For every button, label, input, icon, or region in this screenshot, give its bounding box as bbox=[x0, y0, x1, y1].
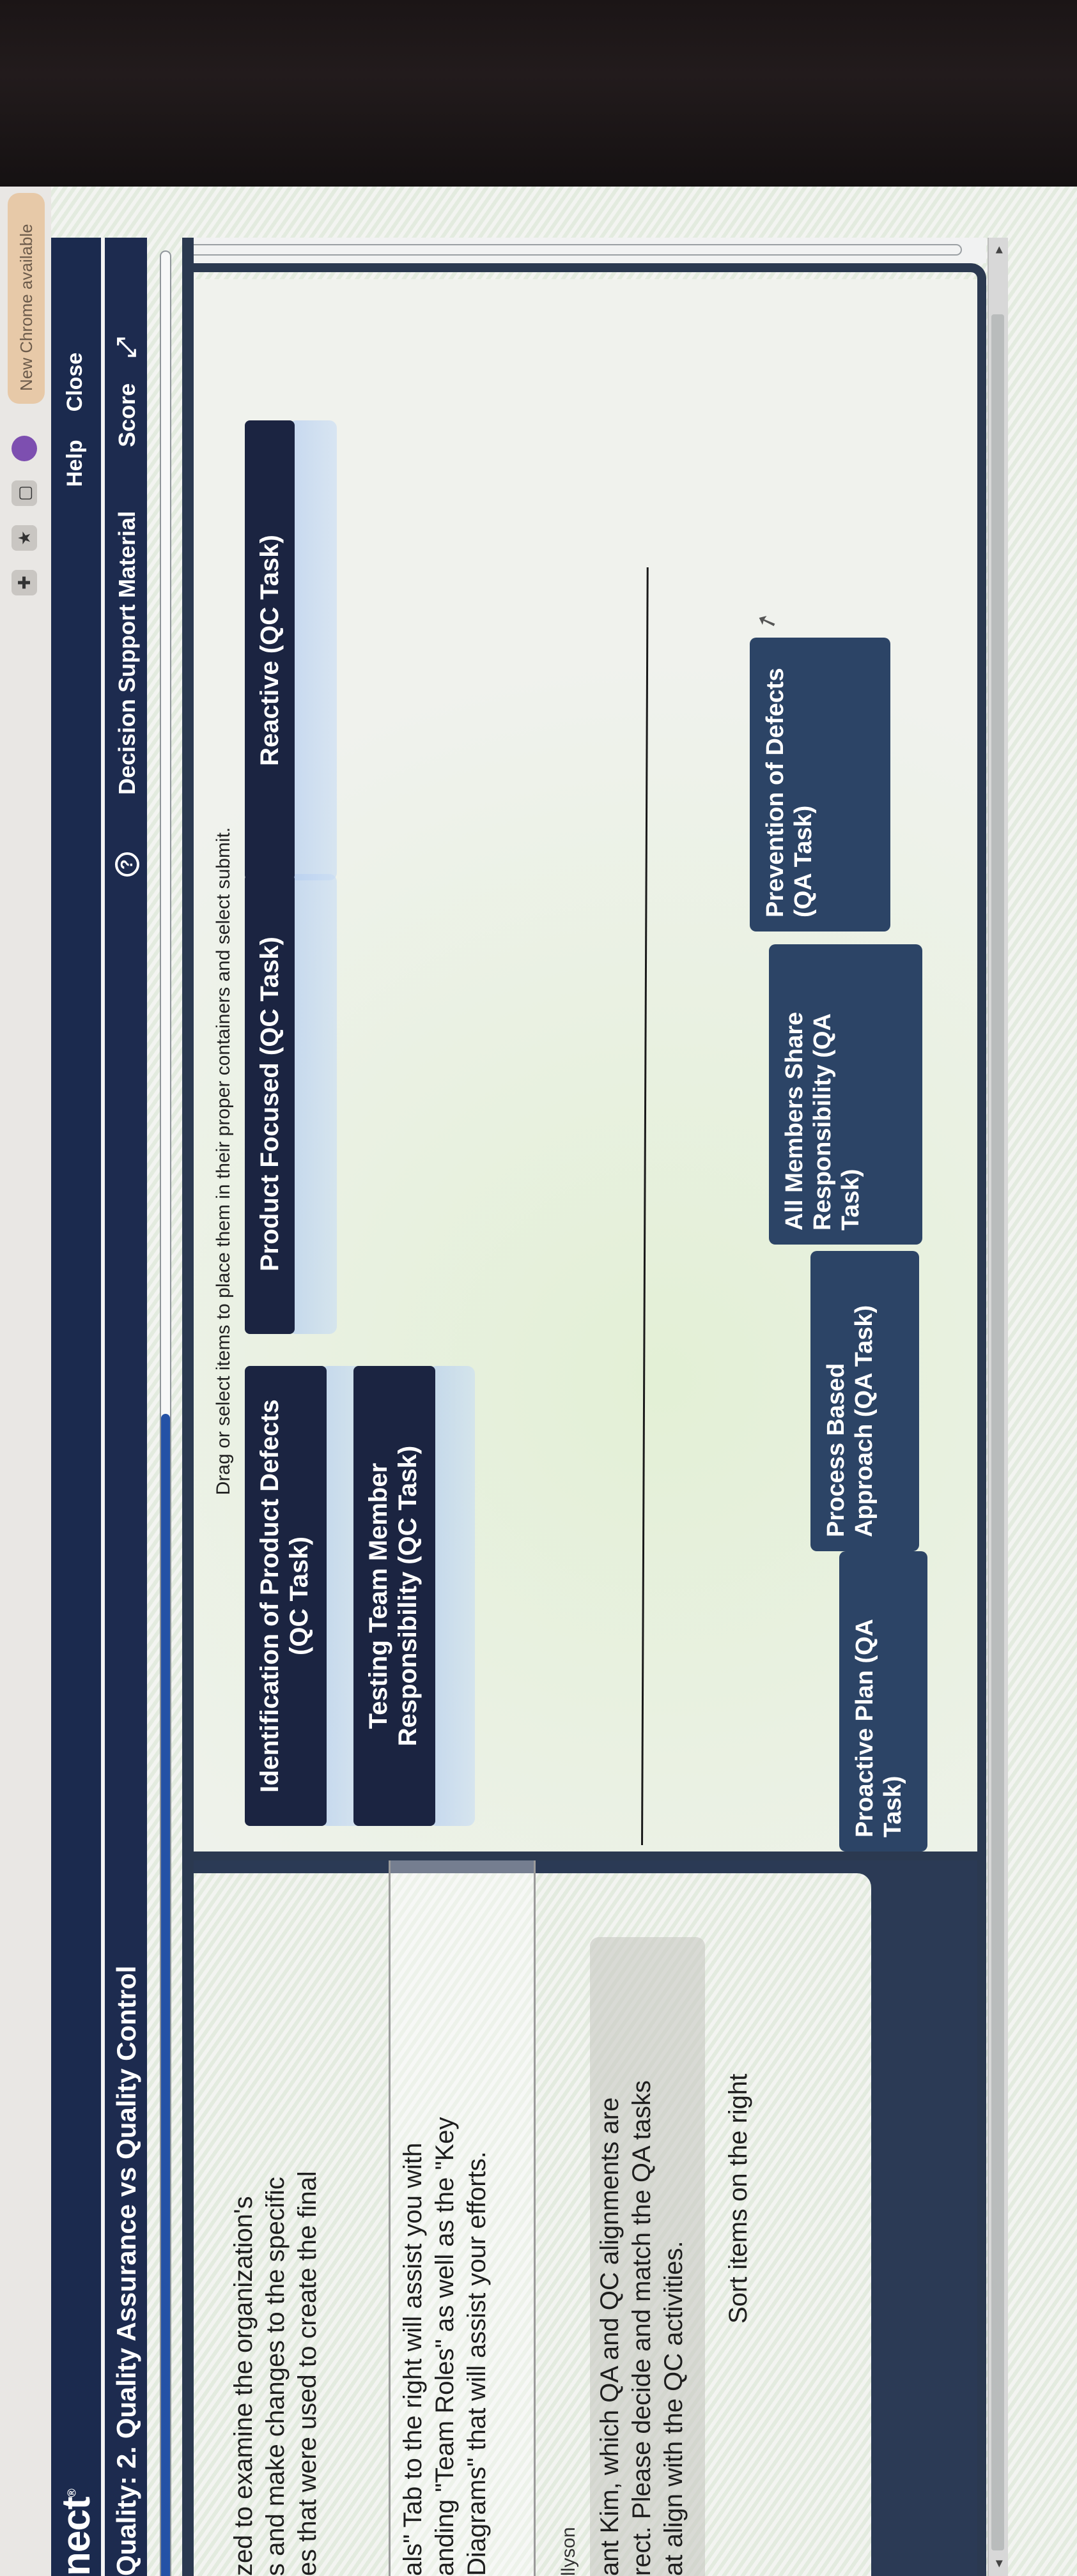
category-identification-of-product-defects: Identification of Product Defects (QC Ta… bbox=[245, 1366, 366, 1826]
decision-support-button[interactable]: Decision Support Material bbox=[113, 510, 140, 795]
expand-icon[interactable]: ⤢ bbox=[112, 337, 141, 358]
star-icon[interactable]: ★ bbox=[12, 525, 37, 551]
scroll-left-arrow-icon[interactable]: ◂ bbox=[990, 2560, 1006, 2568]
profile-icon[interactable] bbox=[12, 436, 37, 461]
speaker-label: llyson bbox=[558, 2527, 579, 2576]
vertical-scrollbar-track[interactable] bbox=[194, 244, 962, 256]
scenario-card-context: zed to examine the organization's s and … bbox=[222, 1765, 379, 2576]
category-header: Product Focused (QC Task) bbox=[245, 874, 295, 1334]
drop-zone[interactable] bbox=[288, 874, 337, 1334]
scenario-text-line: anding "Team Roles" as well as the "Key bbox=[431, 2117, 459, 2576]
scroll-right-arrow-icon[interactable]: ▸ bbox=[990, 246, 1006, 254]
sorting-instruction: Drag or select items to place them in th… bbox=[213, 827, 234, 1496]
frame-border bbox=[182, 238, 194, 2576]
sort-hint: Sort items on the right bbox=[724, 2073, 752, 2324]
extension-icons: ✚ ★ ▢ bbox=[12, 436, 37, 595]
desk-background bbox=[0, 0, 1077, 187]
app-logo: nect® bbox=[54, 2489, 98, 2576]
category-header: Identification of Product Defects (QC Ta… bbox=[245, 1366, 327, 1826]
scenario-panel: zed to examine the organization's s and … bbox=[194, 1758, 977, 2576]
category-product-focused: Product Focused (QC Task) bbox=[245, 874, 337, 1334]
sorting-panel: Drag or select items to place them in th… bbox=[194, 279, 977, 1860]
draggable-item-all-members-share-responsibility[interactable]: All Members Share Responsibility (QA Tas… bbox=[769, 944, 922, 1245]
drop-zone[interactable] bbox=[429, 1366, 475, 1826]
drop-zone[interactable] bbox=[288, 420, 337, 880]
puzzle-icon[interactable]: ✚ bbox=[12, 570, 37, 595]
scenario-text-line: s and make changes to the specific bbox=[261, 2177, 290, 2576]
header-links: Help Close bbox=[63, 353, 88, 487]
category-reactive: Reactive (QC Task) bbox=[245, 420, 337, 880]
item-pool-divider bbox=[641, 567, 649, 1846]
scenario-text-line: es that were used to create the final bbox=[293, 2171, 322, 2576]
category-header: Testing Team Member Responsibility (QC T… bbox=[353, 1366, 435, 1826]
scenario-text-line: ant Kim, which QA and QC alignments are bbox=[596, 2097, 624, 2576]
score-button[interactable]: Score bbox=[113, 383, 140, 447]
mouse-cursor-icon: ➚ bbox=[750, 608, 782, 636]
scenario-text-line: at align with the QC activities. bbox=[660, 2241, 688, 2576]
vertical-scrollbar[interactable] bbox=[194, 238, 986, 263]
close-link[interactable]: Close bbox=[63, 352, 87, 412]
progress-fill bbox=[161, 1414, 170, 2576]
horizontal-scrollbar[interactable]: ◂ ▸ bbox=[988, 238, 1008, 2576]
scenario-text-line: zed to examine the organization's bbox=[229, 2196, 258, 2576]
square-icon[interactable]: ▢ bbox=[12, 480, 37, 506]
content-frame: zed to examine the organization's s and … bbox=[194, 263, 986, 2576]
scenario-card-materials: als" Tab to the right will assist you wi… bbox=[389, 1758, 536, 2576]
title-actions: ? Decision Support Material Score ⤢ bbox=[112, 337, 141, 877]
scenario-text-line: Diagrams" that will assist your efforts. bbox=[463, 2151, 491, 2576]
draggable-item-proactive-plan[interactable]: Proactive Plan (QA Task) bbox=[839, 1551, 927, 1851]
title-bar: Quality: 2. Quality Assurance vs Quality… bbox=[105, 238, 147, 2576]
chrome-update-notice[interactable]: New Chrome available bbox=[8, 193, 45, 404]
category-header: Reactive (QC Task) bbox=[245, 420, 295, 880]
progress-bar bbox=[160, 250, 171, 2576]
draggable-item-process-based-approach[interactable]: Process Based Approach (QA Task) bbox=[810, 1251, 919, 1551]
scenario-text-line: als" Tab to the right will assist you wi… bbox=[399, 2142, 427, 2576]
app-header: nect® Help Close bbox=[51, 238, 101, 2576]
page-title: Quality: 2. Quality Assurance vs Quality… bbox=[111, 1965, 141, 2576]
help-circle-icon[interactable]: ? bbox=[114, 852, 139, 877]
scenario-panel-body: zed to examine the organization's s and … bbox=[194, 1758, 871, 2576]
category-testing-team-member-responsibility: Testing Team Member Responsibility (QC T… bbox=[353, 1366, 475, 1826]
scenario-card-task: ant Kim, which QA and QC alignments are … bbox=[590, 1937, 705, 2576]
horizontal-scrollbar-thumb[interactable] bbox=[991, 314, 1004, 2550]
draggable-item-prevention-of-defects[interactable]: Prevention of Defects (QA Task) bbox=[750, 638, 890, 931]
browser-toolbar: ✚ ★ ▢ New Chrome available bbox=[0, 187, 51, 2576]
help-link[interactable]: Help bbox=[63, 440, 87, 487]
scenario-text-line: rect. Please decide and match the QA tas… bbox=[628, 2080, 656, 2576]
monitor-screen: ✚ ★ ▢ New Chrome available nect® Help Cl… bbox=[0, 187, 1077, 2576]
